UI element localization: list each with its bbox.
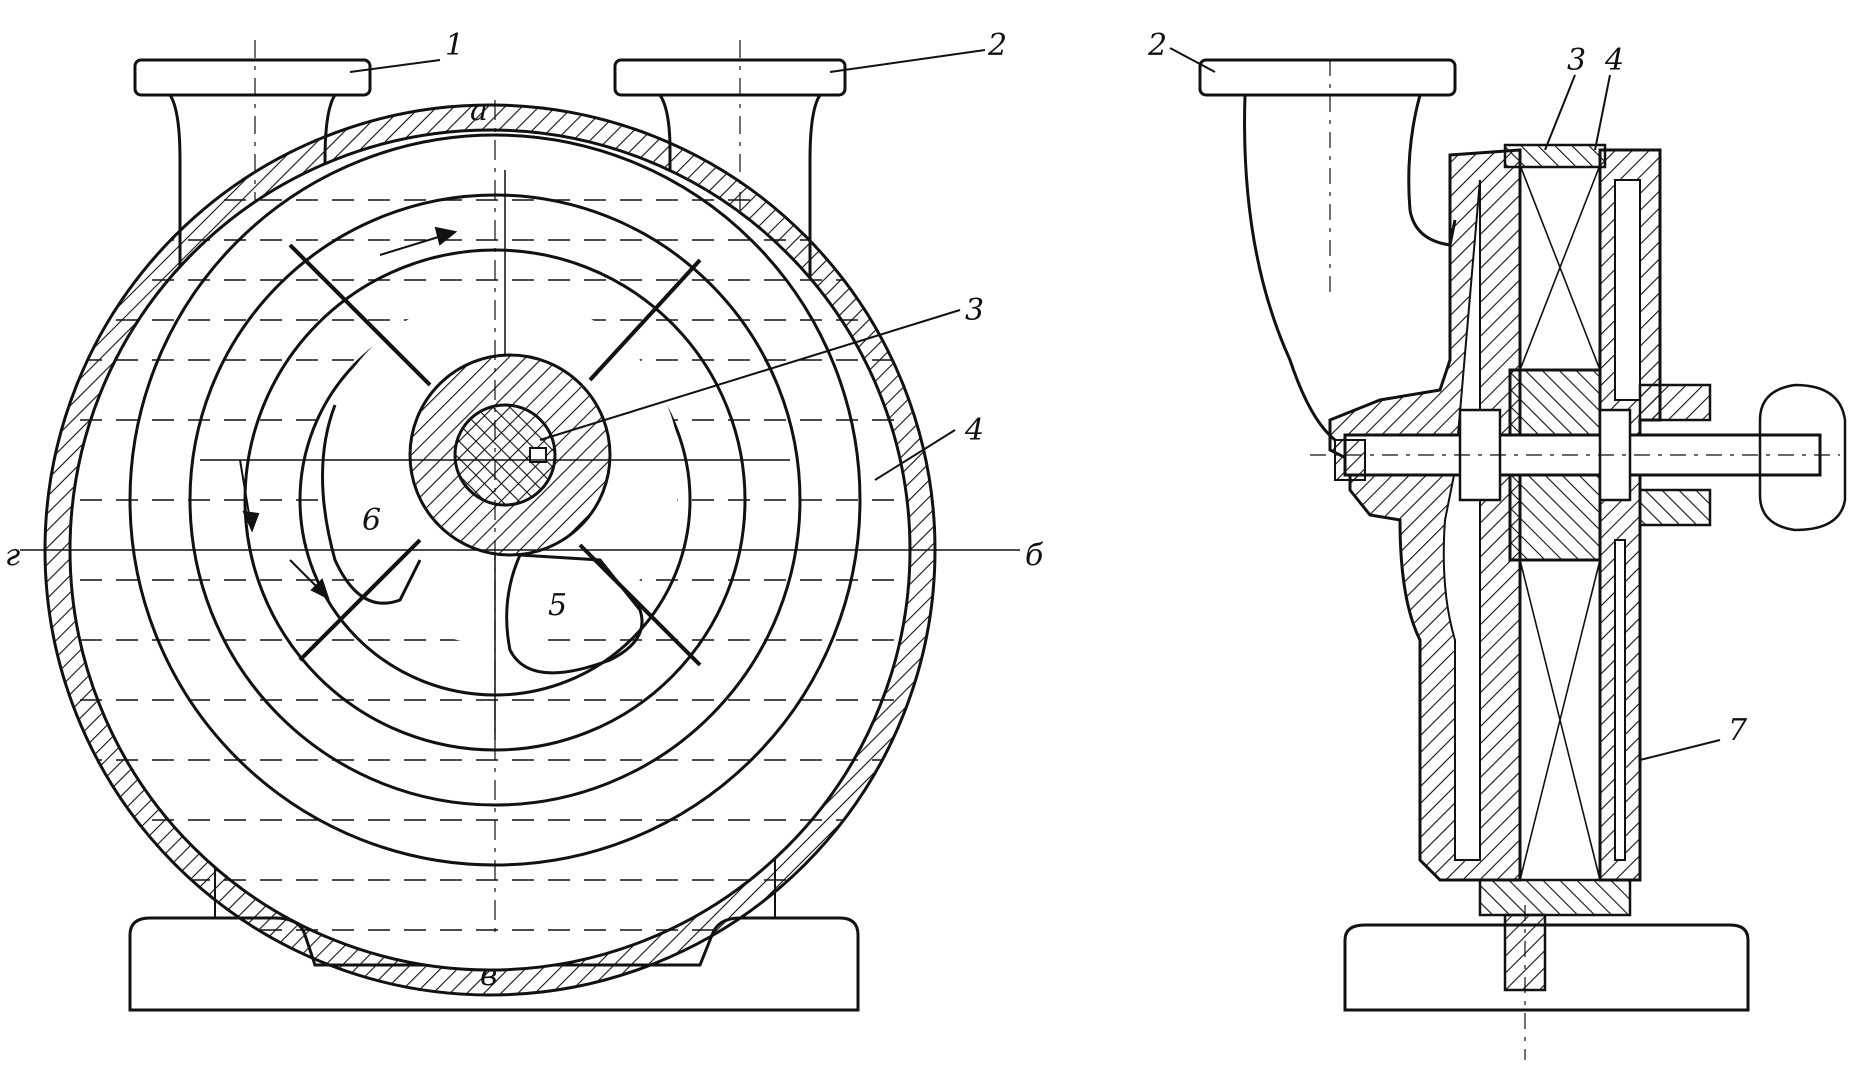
label-2-side: 2 (1147, 28, 1167, 63)
ports (321, 404, 644, 675)
side-elbow (1198, 58, 1457, 442)
front-leaders (349, 49, 986, 481)
front-centerlines (20, 100, 1020, 940)
label-3-side: 3 (1567, 43, 1586, 78)
label-4-front: 4 (964, 413, 984, 448)
front-view: 1 2 a в г б 3 4 5 6 (5, 28, 1044, 1012)
side-view: 2 3 4 7 (1147, 28, 1847, 1060)
hub (408, 353, 612, 557)
side-gland (1334, 383, 1712, 527)
side-shaft (1310, 408, 1840, 502)
label-v: в (480, 958, 497, 993)
label-2-front: 2 (987, 28, 1007, 63)
port-5-outline (505, 553, 644, 675)
flow-arrows (239, 226, 458, 600)
side-casing (1328, 143, 1662, 992)
label-b: б (1025, 538, 1044, 573)
side-coupling (1758, 383, 1847, 532)
label-1: 1 (445, 28, 464, 63)
label-3-front: 3 (965, 293, 984, 328)
label-6: 6 (362, 503, 381, 538)
side-leaders (1169, 47, 1721, 761)
label-5: 5 (548, 588, 567, 623)
label-7: 7 (1728, 713, 1748, 748)
label-4-side: 4 (1604, 43, 1624, 78)
port-6-outline (321, 404, 422, 605)
label-g: г (5, 538, 20, 573)
side-base (1343, 905, 1750, 1060)
label-a: a (470, 93, 488, 128)
